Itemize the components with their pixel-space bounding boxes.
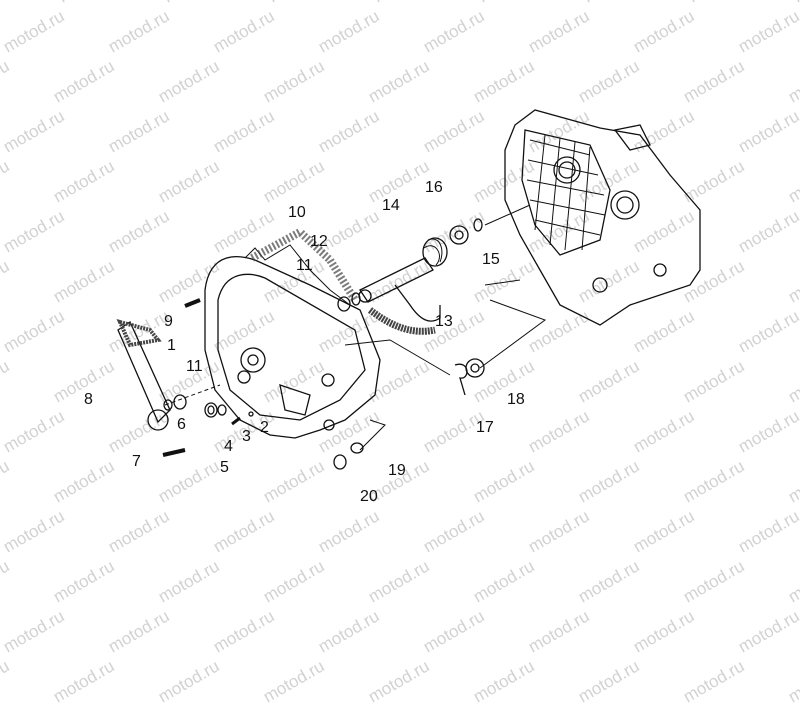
callout-20: 20 (360, 488, 378, 505)
callout-14: 14 (382, 197, 400, 214)
callout-13: 13 (435, 313, 453, 330)
watermark-text: motod.ru (155, 656, 223, 707)
watermark-text: motod.ru (630, 606, 698, 657)
callout-4: 4 (224, 438, 233, 455)
watermark-text: motod.ru (50, 656, 118, 707)
watermark-text: motod.ru (470, 656, 538, 707)
watermark-text: motod.ru (315, 606, 383, 657)
callout-8: 8 (84, 391, 93, 408)
watermark-text: motod.ru (210, 606, 278, 657)
callout-16: 16 (425, 179, 443, 196)
leader-lines (164, 204, 547, 451)
watermark-text: motod.ru (735, 606, 800, 657)
watermark-text: motod.ru (525, 606, 593, 657)
callout-3: 3 (242, 428, 251, 445)
watermark-text: motod.ru (575, 656, 643, 707)
callout-5: 5 (220, 459, 229, 476)
callout-11: 11 (186, 358, 203, 375)
callout-2: 2 (260, 419, 269, 436)
watermark-text: motod.ru (105, 606, 173, 657)
callout-9: 9 (164, 313, 173, 330)
crankcase-drawing (504, 109, 701, 326)
kick-lever-drawing (116, 319, 186, 457)
watermark-text: motod.ru (680, 656, 748, 707)
callout-17: 17 (476, 419, 494, 436)
kick-shaft-drawing (337, 218, 483, 335)
watermark-text: motod.ru (785, 656, 800, 707)
callout-19: 19 (388, 462, 406, 479)
callout-7: 7 (132, 453, 141, 470)
callout-18: 18 (507, 391, 525, 408)
diagram-drawing (116, 109, 701, 470)
callout-10: 10 (288, 204, 306, 221)
watermark-text: motod.ru (365, 656, 433, 707)
cover-drawing (204, 227, 381, 439)
callout-15: 15 (482, 251, 500, 268)
callout-11: 11 (296, 257, 313, 274)
watermark-text: motod.ru (0, 606, 68, 657)
small-parts-drawing (173, 298, 485, 470)
callout-6: 6 (177, 416, 186, 433)
watermark-text: motod.ru (0, 656, 13, 707)
watermark-text: motod.ru (420, 606, 488, 657)
watermark-text: motod.ru (260, 656, 328, 707)
callout-12: 12 (310, 233, 328, 250)
callout-1: 1 (167, 337, 176, 354)
